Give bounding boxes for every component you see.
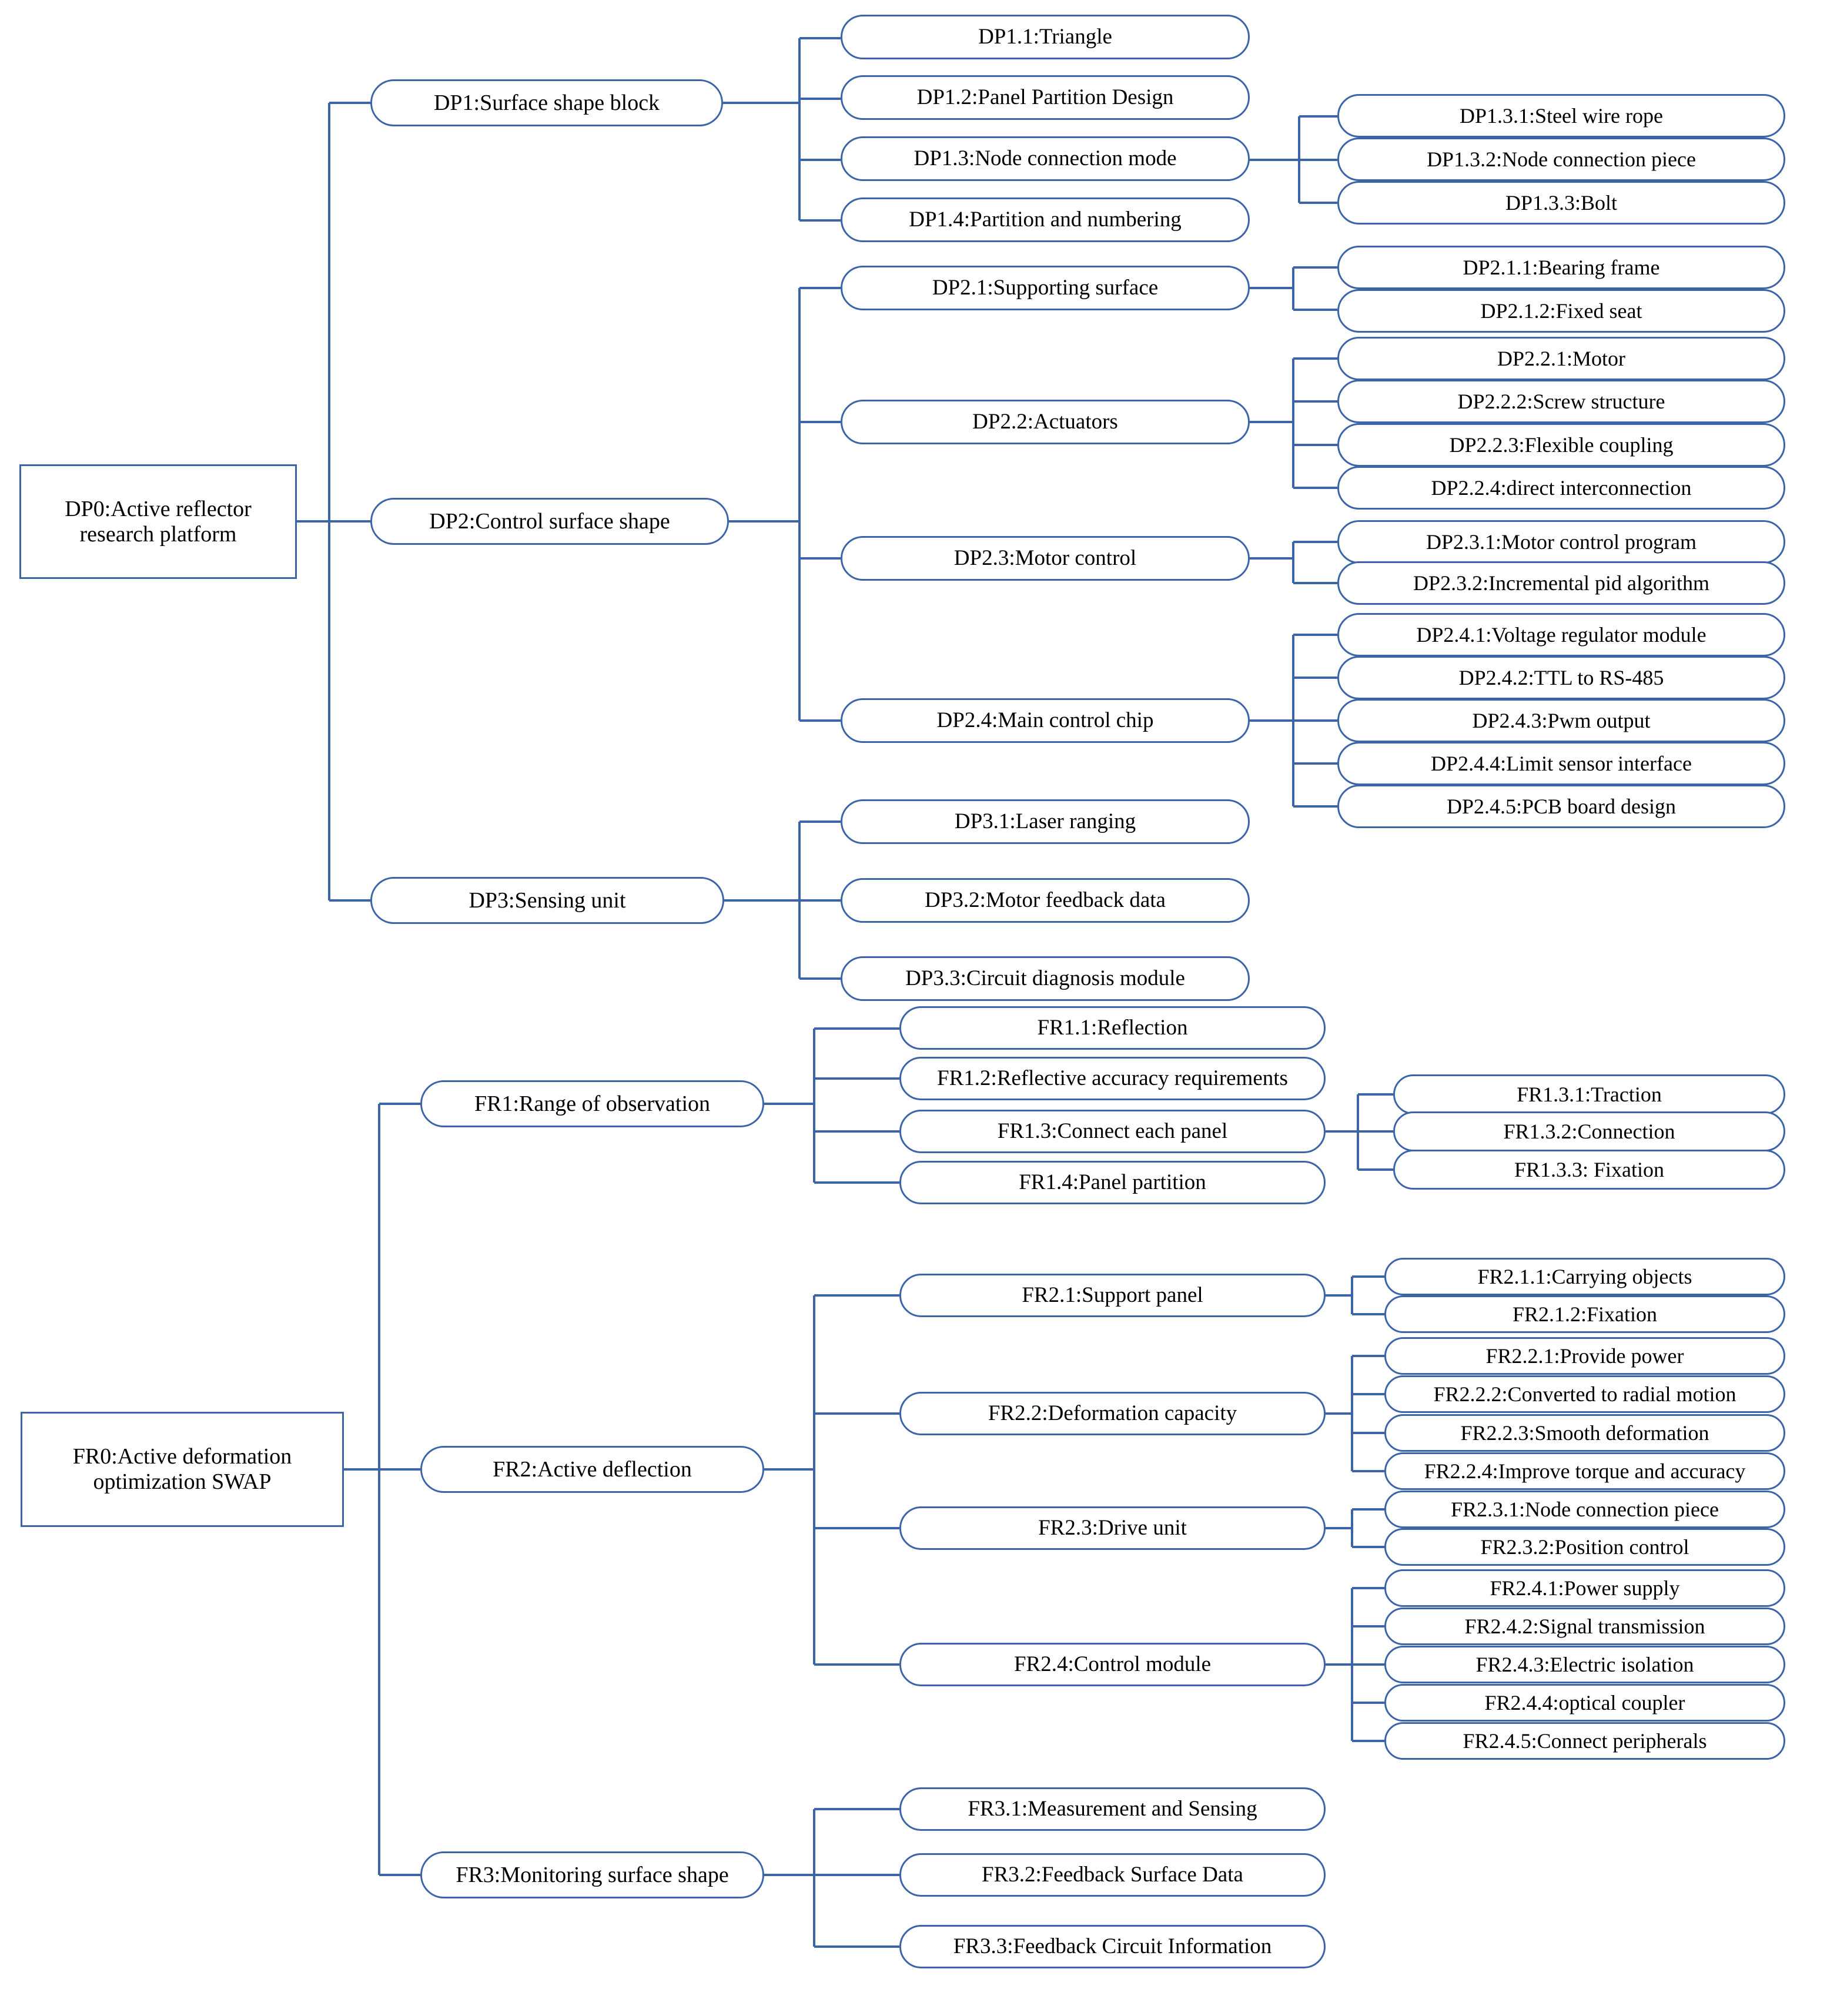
node-fr1[interactable]: FR1:Range of observation bbox=[420, 1080, 764, 1127]
node-fr1-3-3[interactable]: FR1.3.3: Fixation bbox=[1393, 1150, 1785, 1190]
node-fr0-line1: FR0:Active deformation bbox=[72, 1444, 292, 1469]
node-fr1-3-1[interactable]: FR1.3.1:Traction bbox=[1393, 1074, 1785, 1114]
node-dp2-1[interactable]: DP2.1:Supporting surface bbox=[841, 266, 1250, 310]
node-fr2-2[interactable]: FR2.2:Deformation capacity bbox=[899, 1392, 1326, 1435]
node-dp2-2[interactable]: DP2.2:Actuators bbox=[841, 400, 1250, 444]
node-dp2-3-2[interactable]: DP2.3.2:Incremental pid algorithm bbox=[1337, 561, 1785, 605]
node-fr0[interactable]: FR0:Active deformation optimization SWAP bbox=[21, 1412, 344, 1527]
node-dp1[interactable]: DP1:Surface shape block bbox=[370, 79, 723, 126]
node-fr3-1[interactable]: FR3.1:Measurement and Sensing bbox=[899, 1787, 1326, 1831]
node-dp1-4[interactable]: DP1.4:Partition and numbering bbox=[841, 197, 1250, 242]
node-fr3-3[interactable]: FR3.3:Feedback Circuit Information bbox=[899, 1925, 1326, 1968]
node-fr3[interactable]: FR3:Monitoring surface shape bbox=[420, 1851, 764, 1898]
node-fr2-4-5[interactable]: FR2.4.5:Connect peripherals bbox=[1384, 1722, 1785, 1760]
node-fr2-2-3[interactable]: FR2.2.3:Smooth deformation bbox=[1384, 1414, 1785, 1452]
node-dp1-3-1[interactable]: DP1.3.1:Steel wire rope bbox=[1337, 94, 1785, 138]
node-dp2-4-5[interactable]: DP2.4.5:PCB board design bbox=[1337, 785, 1785, 828]
node-dp3-1[interactable]: DP3.1:Laser ranging bbox=[841, 799, 1250, 844]
node-dp2[interactable]: DP2:Control surface shape bbox=[370, 498, 729, 545]
node-dp2-4-4[interactable]: DP2.4.4:Limit sensor interface bbox=[1337, 742, 1785, 785]
node-fr2-4[interactable]: FR2.4:Control module bbox=[899, 1643, 1326, 1686]
node-dp3-2[interactable]: DP3.2:Motor feedback data bbox=[841, 878, 1250, 923]
node-dp2-1-1[interactable]: DP2.1.1:Bearing frame bbox=[1337, 246, 1785, 289]
node-fr2-1[interactable]: FR2.1:Support panel bbox=[899, 1274, 1326, 1317]
node-dp0-line1: DP0:Active reflector bbox=[65, 496, 252, 521]
node-dp2-2-3[interactable]: DP2.2.3:Flexible coupling bbox=[1337, 423, 1785, 467]
node-fr1-1[interactable]: FR1.1:Reflection bbox=[899, 1006, 1326, 1050]
node-fr1-3-2[interactable]: FR1.3.2:Connection bbox=[1393, 1111, 1785, 1151]
node-dp2-3-1[interactable]: DP2.3.1:Motor control program bbox=[1337, 520, 1785, 564]
node-dp2-4-2[interactable]: DP2.4.2:TTL to RS-485 bbox=[1337, 656, 1785, 699]
node-dp1-3-3[interactable]: DP1.3.3:Bolt bbox=[1337, 181, 1785, 225]
node-dp1-2[interactable]: DP1.2:Panel Partition Design bbox=[841, 75, 1250, 120]
node-fr2-3-1[interactable]: FR2.3.1:Node connection piece bbox=[1384, 1491, 1785, 1528]
node-fr2[interactable]: FR2:Active deflection bbox=[420, 1446, 764, 1493]
node-dp0-line2: research platform bbox=[79, 521, 237, 547]
node-fr2-1-1[interactable]: FR2.1.1:Carrying objects bbox=[1384, 1258, 1785, 1295]
node-fr2-4-1[interactable]: FR2.4.1:Power supply bbox=[1384, 1569, 1785, 1607]
node-fr2-2-1[interactable]: FR2.2.1:Provide power bbox=[1384, 1337, 1785, 1375]
node-fr0-line2: optimization SWAP bbox=[93, 1469, 272, 1494]
node-dp2-2-1[interactable]: DP2.2.1:Motor bbox=[1337, 337, 1785, 380]
node-fr1-3[interactable]: FR1.3:Connect each panel bbox=[899, 1110, 1326, 1153]
node-fr3-2[interactable]: FR3.2:Feedback Surface Data bbox=[899, 1853, 1326, 1897]
node-dp2-4-3[interactable]: DP2.4.3:Pwm output bbox=[1337, 699, 1785, 742]
node-fr2-4-3[interactable]: FR2.4.3:Electric isolation bbox=[1384, 1646, 1785, 1683]
node-dp0[interactable]: DP0:Active reflector research platform bbox=[19, 464, 297, 579]
node-fr2-3[interactable]: FR2.3:Drive unit bbox=[899, 1506, 1326, 1550]
node-dp2-4-1[interactable]: DP2.4.1:Voltage regulator module bbox=[1337, 613, 1785, 657]
node-fr2-2-4[interactable]: FR2.2.4:Improve torque and accuracy bbox=[1384, 1452, 1785, 1490]
node-dp3-3[interactable]: DP3.3:Circuit diagnosis module bbox=[841, 956, 1250, 1001]
node-dp3[interactable]: DP3:Sensing unit bbox=[370, 877, 724, 924]
node-fr2-2-2[interactable]: FR2.2.2:Converted to radial motion bbox=[1384, 1375, 1785, 1413]
node-fr2-4-2[interactable]: FR2.4.2:Signal transmission bbox=[1384, 1608, 1785, 1645]
node-dp2-4[interactable]: DP2.4:Main control chip bbox=[841, 698, 1250, 743]
node-fr2-4-4[interactable]: FR2.4.4:optical coupler bbox=[1384, 1684, 1785, 1722]
node-dp2-2-4[interactable]: DP2.2.4:direct interconnection bbox=[1337, 466, 1785, 510]
node-fr1-4[interactable]: FR1.4:Panel partition bbox=[899, 1161, 1326, 1204]
node-dp1-3[interactable]: DP1.3:Node connection mode bbox=[841, 136, 1250, 181]
node-dp1-1[interactable]: DP1.1:Triangle bbox=[841, 15, 1250, 59]
node-fr2-3-2[interactable]: FR2.3.2:Position control bbox=[1384, 1528, 1785, 1566]
node-dp2-1-2[interactable]: DP2.1.2:Fixed seat bbox=[1337, 289, 1785, 333]
node-fr1-2[interactable]: FR1.2:Reflective accuracy requirements bbox=[899, 1057, 1326, 1100]
node-dp2-3[interactable]: DP2.3:Motor control bbox=[841, 536, 1250, 581]
node-dp2-2-2[interactable]: DP2.2.2:Screw structure bbox=[1337, 380, 1785, 423]
node-fr2-1-2[interactable]: FR2.1.2:Fixation bbox=[1384, 1295, 1785, 1333]
node-dp1-3-2[interactable]: DP1.3.2:Node connection piece bbox=[1337, 138, 1785, 181]
